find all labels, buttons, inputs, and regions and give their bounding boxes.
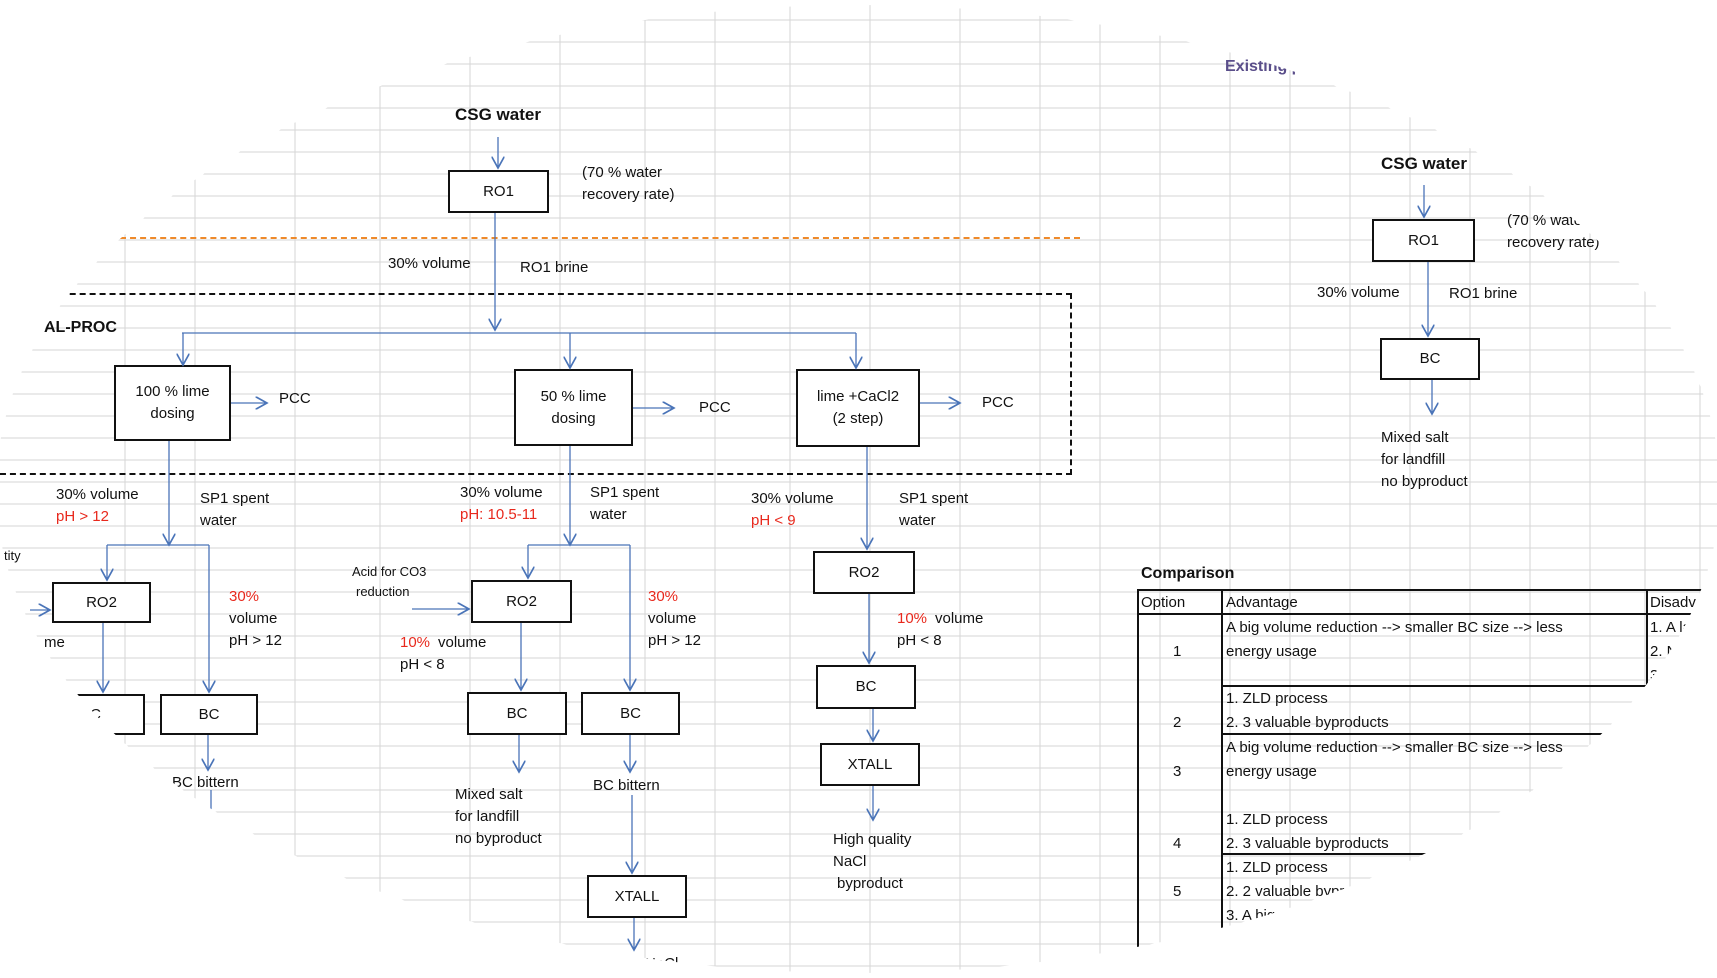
table-top-border (1137, 589, 1717, 591)
row3-option: 3 (1173, 763, 1182, 780)
row5-adv-line3: 3. A big vo (1226, 907, 1296, 924)
row1-option: 1 (1173, 643, 1182, 660)
row1-adv-line2: energy usage (1226, 643, 1317, 660)
header-disadvantage: Disadv (1650, 594, 1696, 611)
table-left-border (1137, 589, 1139, 957)
row4-adv-line2: 2. 3 valuable byproducts (1226, 835, 1389, 852)
row5-option: 5 (1173, 883, 1182, 900)
row1-adv-line1: A big volume reduction --> smaller BC si… (1226, 619, 1563, 636)
table-col-advantage (1646, 589, 1648, 685)
table-header-border (1137, 613, 1717, 615)
row2-adv-line1: 1. ZLD process (1226, 690, 1328, 707)
row3-adv-line1: A big volume reduction --> smaller BC si… (1226, 739, 1563, 756)
row2-option: 2 (1173, 714, 1182, 731)
row4-option: 4 (1173, 835, 1182, 852)
row1-dis-line2: 2. N (1650, 643, 1678, 660)
row1-dis-line1: 1. A la (1650, 619, 1691, 636)
row5-adv-line2: 2. 2 valuable bypro (1226, 883, 1353, 900)
table-col-option (1221, 589, 1223, 937)
row3-adv-line2: energy usage (1226, 763, 1317, 780)
header-option: Option (1141, 594, 1186, 611)
row1-dis-line3: 3 (1650, 667, 1659, 684)
header-advantage: Advantage (1226, 594, 1298, 611)
row2-adv-line2: 2. 3 valuable byproducts (1226, 714, 1389, 731)
row4-adv-line1: 1. ZLD process (1226, 811, 1328, 828)
row5-adv-line1: 1. ZLD process (1226, 859, 1328, 876)
